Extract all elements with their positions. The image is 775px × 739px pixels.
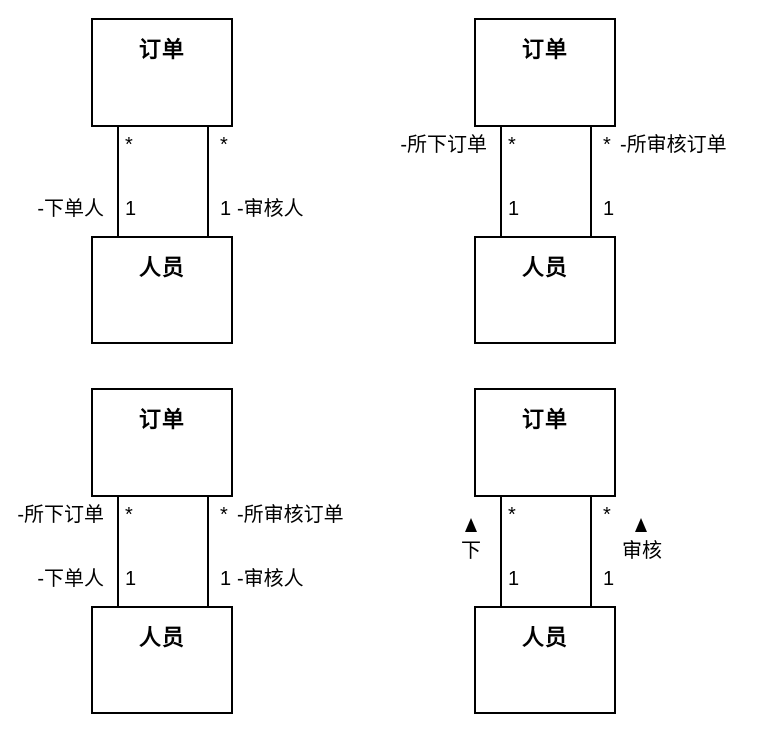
association-line-left <box>117 127 119 236</box>
role-label-placed-orders: -所下订单 <box>400 134 487 156</box>
uml-association-diagram-3: 订单 -所下订单 * * -所审核订单 -下单人 1 1 -审核人 人员 <box>0 370 388 739</box>
multiplicity-right-bottom: 1 <box>220 568 232 590</box>
multiplicity-right-top: * <box>603 134 611 156</box>
association-line-right <box>207 127 209 236</box>
uml-association-diagram-4: 订单 下 审核 * * 1 1 人员 <box>383 370 771 739</box>
association-line-left <box>500 497 502 606</box>
association-name-reviews: 审核 <box>622 540 662 562</box>
class-name-person: 人员 <box>521 255 568 280</box>
class-box-order: 订单 <box>91 18 233 127</box>
role-label-reviewer: -审核人 <box>237 198 304 220</box>
class-box-order: 订单 <box>91 388 233 497</box>
class-box-person: 人员 <box>474 606 616 714</box>
multiplicity-left-top: * <box>508 504 516 526</box>
role-label-reviewed-orders: -所审核订单 <box>620 134 727 156</box>
class-name-order: 订单 <box>138 37 185 62</box>
association-line-right <box>590 497 592 606</box>
role-label-reviewer: -审核人 <box>237 568 304 590</box>
direction-arrow-up-icon <box>465 518 477 532</box>
association-line-right <box>590 127 592 236</box>
multiplicity-right-top: * <box>220 134 228 156</box>
class-name-person: 人员 <box>521 625 568 650</box>
multiplicity-left-top: * <box>508 134 516 156</box>
multiplicity-left-top: * <box>125 134 133 156</box>
class-name-order: 订单 <box>521 37 568 62</box>
multiplicity-right-bottom: 1 <box>220 198 232 220</box>
class-box-order: 订单 <box>474 18 616 127</box>
multiplicity-right-top: * <box>603 504 611 526</box>
association-line-left <box>500 127 502 236</box>
class-name-order: 订单 <box>138 407 185 432</box>
class-name-person: 人员 <box>138 255 185 280</box>
multiplicity-left-bottom: 1 <box>125 198 137 220</box>
class-box-order: 订单 <box>474 388 616 497</box>
multiplicity-right-top: * <box>220 504 228 526</box>
uml-association-diagram-2: 订单 -所下订单 * * -所审核订单 1 1 人员 <box>383 0 771 369</box>
role-label-orderer: -下单人 <box>37 568 104 590</box>
multiplicity-left-top: * <box>125 504 133 526</box>
association-line-right <box>207 497 209 606</box>
uml-association-diagram-1: 订单 * * 1 1 -下单人 -审核人 人员 <box>0 0 388 369</box>
multiplicity-right-bottom: 1 <box>603 198 615 220</box>
multiplicity-left-bottom: 1 <box>508 568 520 590</box>
role-label-placed-orders: -所下订单 <box>17 504 104 526</box>
multiplicity-left-bottom: 1 <box>508 198 520 220</box>
class-name-order: 订单 <box>521 407 568 432</box>
multiplicity-left-bottom: 1 <box>125 568 137 590</box>
role-label-reviewed-orders: -所审核订单 <box>237 504 344 526</box>
association-name-places: 下 <box>461 540 481 562</box>
association-line-left <box>117 497 119 606</box>
class-name-person: 人员 <box>138 625 185 650</box>
class-box-person: 人员 <box>91 236 233 344</box>
class-box-person: 人员 <box>91 606 233 714</box>
multiplicity-right-bottom: 1 <box>603 568 615 590</box>
direction-arrow-up-icon <box>635 518 647 532</box>
role-label-orderer: -下单人 <box>37 198 104 220</box>
class-box-person: 人员 <box>474 236 616 344</box>
